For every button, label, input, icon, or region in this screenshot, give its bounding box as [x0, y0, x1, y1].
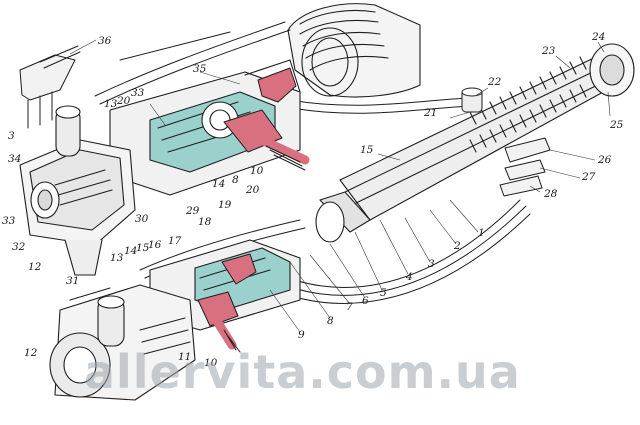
callout-26: 26: [597, 154, 612, 166]
leader-lines: [69, 39, 611, 333]
power-cylinder: [315, 43, 635, 243]
upper-left-bracket: [19, 45, 81, 129]
callout-8-lower: 8: [327, 315, 334, 327]
right-fittings: [499, 137, 551, 197]
upper-valve-body: [109, 59, 301, 196]
callout-13-lower: 13: [110, 252, 124, 264]
callout-1: 1: [478, 227, 485, 239]
callout-30: 30: [135, 213, 149, 225]
callout-7: 7: [346, 301, 353, 313]
callout-8-upper: 8: [232, 174, 239, 186]
callout-10-lower: 10: [204, 357, 218, 369]
callout-24: 24: [591, 31, 605, 43]
callout-22: 22: [487, 76, 502, 88]
callout-2: 2: [453, 240, 461, 252]
callout-14-upper: 14: [212, 178, 225, 190]
callout-4: 4: [405, 271, 413, 283]
callout-35: 35: [193, 63, 207, 75]
callout-16: 16: [148, 239, 162, 251]
callout-33-upper: 33: [131, 87, 145, 99]
callout-33-lower: 33: [2, 215, 16, 227]
callout-20-upper: 20: [116, 95, 131, 107]
callout-20-lower: 20: [245, 184, 260, 196]
upper-pipes: [94, 21, 473, 114]
callout-21: 21: [423, 107, 437, 119]
fitting-22: [461, 87, 483, 113]
callout-36: 36: [98, 35, 112, 47]
callout-labels: 36 35 3 13 20 33 34 33 32 12 31 30 14 8 …: [2, 31, 624, 369]
callout-12-lower: 12: [24, 347, 38, 359]
callout-29: 29: [185, 205, 200, 217]
callout-34: 34: [8, 153, 21, 165]
callout-19: 19: [218, 199, 232, 211]
callout-17: 17: [168, 235, 182, 247]
callout-12-upper: 12: [28, 261, 42, 273]
callout-28: 28: [543, 188, 558, 200]
upper-cylinder: [287, 3, 421, 98]
lower-pink-parts: [197, 253, 257, 353]
callout-31: 31: [66, 275, 79, 287]
callout-25: 25: [609, 119, 624, 131]
left-lower-end: [49, 284, 196, 401]
callout-27: 27: [581, 171, 596, 183]
callout-6: 6: [362, 295, 369, 307]
callout-15-lower: 15: [136, 242, 150, 254]
callout-11: 11: [178, 351, 191, 363]
callout-23: 23: [541, 45, 556, 57]
callout-18: 18: [198, 216, 212, 228]
left-upper-end: [19, 105, 136, 276]
upper-pink-parts: [223, 67, 310, 171]
watermark-text: allervita.com.ua: [84, 345, 521, 399]
callout-5: 5: [380, 287, 387, 299]
callout-10-upper: 10: [250, 165, 264, 177]
callout-3-lower: 3: [428, 258, 435, 270]
callout-9: 9: [298, 329, 305, 341]
callout-13-upper: 13: [104, 98, 118, 110]
spring-coils: [469, 56, 587, 153]
callout-15-upper: 15: [360, 144, 374, 156]
callout-32: 32: [12, 241, 26, 253]
callout-14-lower: 14: [124, 245, 137, 257]
callout-3-upper: 3: [8, 130, 15, 142]
